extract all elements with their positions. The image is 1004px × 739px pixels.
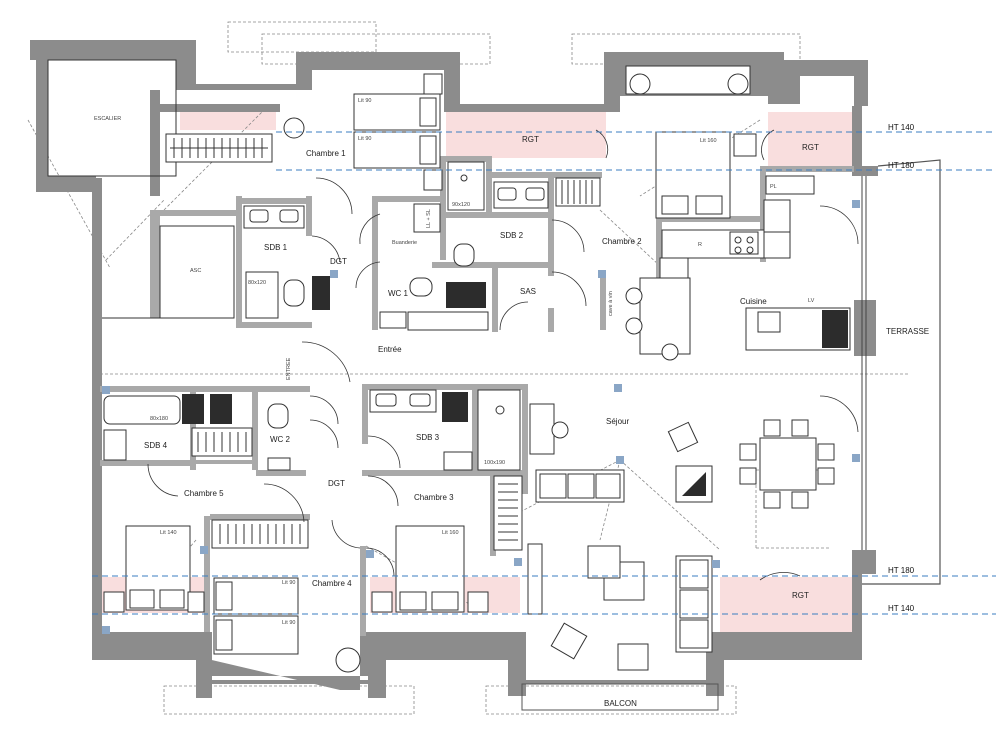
label-shower-sdb2: 90x120 [452,202,470,208]
balcony-rail [521,683,719,711]
room-label-asc: ASC [190,268,201,274]
label-ll-sl: LL + SL [426,209,432,228]
room-label-dgt1: DGT [330,257,347,266]
sink-sdb4 [103,429,127,461]
room-label-sejour: Séjour [606,417,629,426]
room-label-sdb3: SDB 3 [416,433,440,442]
wardrobe-ch3 [493,475,523,551]
label-lit160-ch3: Lit 160 [442,530,459,536]
label-entree-arrow: ENTREE [286,357,292,380]
bed-chambre3 [395,525,465,613]
room-label-r: R [698,242,702,248]
room-label-cuisine: Cuisine [740,297,767,306]
toilet-wc2 [267,403,289,429]
room-label-sdb2: SDB 2 [500,231,524,240]
bed-chambre1-b [353,131,441,169]
label-lit90-b: Lit 90 [358,136,371,142]
wardrobe-ch5 [191,427,253,457]
level-ht180-top: HT 180 [888,161,915,170]
shower-sdb3 [477,389,521,471]
room-label-rgt3: RGT [792,591,809,600]
room-label-sas: SAS [520,287,536,296]
bath-sdb4 [103,395,181,425]
label-lit90-a: Lit 90 [358,98,371,104]
columns [102,200,860,634]
room-label-entree: Entrée [378,345,402,354]
dining-table [739,419,835,509]
toilet-wc1 [409,277,433,297]
room-label-rgt1: RGT [522,135,539,144]
room-label-chambre5: Chambre 5 [184,489,224,498]
wardrobe-rgt1 [165,133,273,163]
level-ht140-top: HT 140 [888,123,915,132]
room-label-terrasse: TERRASSE [886,327,929,336]
room-label-wc1: WC 1 [388,289,409,298]
door-swings [147,129,859,581]
chair-icon-ch1 [283,117,305,139]
room-label-rgt2: RGT [802,143,819,152]
desk [529,403,555,455]
label-lit140-ch5: Lit 140 [160,530,177,536]
level-ht140-bottom: HT 140 [888,604,915,613]
room-label-wc2: WC 2 [270,435,291,444]
wardrobe-ch2 [555,177,601,207]
room-label-chambre2: Chambre 2 [602,237,642,246]
label-lit90-d: Lit 90 [282,620,295,626]
stairwell [47,59,177,177]
bed-chambre2 [655,131,731,219]
toilet-sdb2 [453,243,475,267]
room-label-chambre4: Chambre 4 [312,579,352,588]
terrace-outline [862,159,941,585]
label-bath-sdb4: 80x180 [150,416,168,422]
room-label-sdb4: SDB 4 [144,441,168,450]
room-label-sdb1: SDB 1 [264,243,288,252]
chair-icon-ch4 [335,647,361,673]
label-lit90-c: Lit 90 [282,580,295,586]
chair-icon-ch2-right [727,73,749,95]
pink-zone-rgt1 [180,112,276,130]
room-label-pl: PL [770,184,777,190]
chair-icon-ch2-left [629,73,651,95]
room-label-buanderie: Buanderie [392,240,417,246]
toilet-sdb1 [283,279,305,307]
label-cave-a-vin: cave à vin [608,291,614,316]
room-label-lv: LV [808,298,815,304]
room-label-dgt2: DGT [328,479,345,488]
elevator-shaft [159,225,235,319]
level-ht180-bottom: HT 180 [888,566,915,575]
pink-zone-rgt3 [768,112,854,166]
shower-sdb1 [245,271,279,319]
room-label-balcon: BALCON [604,699,637,708]
level-lines [92,131,996,615]
room-label-escalier: ESCALIER [94,116,121,122]
label-lit160-ch2: Lit 160 [700,138,717,144]
bed-chambre4-a [213,577,299,615]
laundry-unit [413,203,441,233]
label-shower-sdb3: 100x190 [484,460,505,466]
room-label-chambre3: Chambre 3 [414,493,454,502]
label-shower-sdb1: 80x120 [248,280,266,286]
room-label-chambre1: Chambre 1 [306,149,346,158]
pink-zone-chambre1 [446,112,606,158]
wardrobe-ch4 [211,519,309,549]
bed-chambre4-b [213,615,299,655]
pink-zone-rgt-bottom [720,577,854,633]
bed-chambre1-a [353,93,441,131]
bed-chambre5 [125,525,191,611]
